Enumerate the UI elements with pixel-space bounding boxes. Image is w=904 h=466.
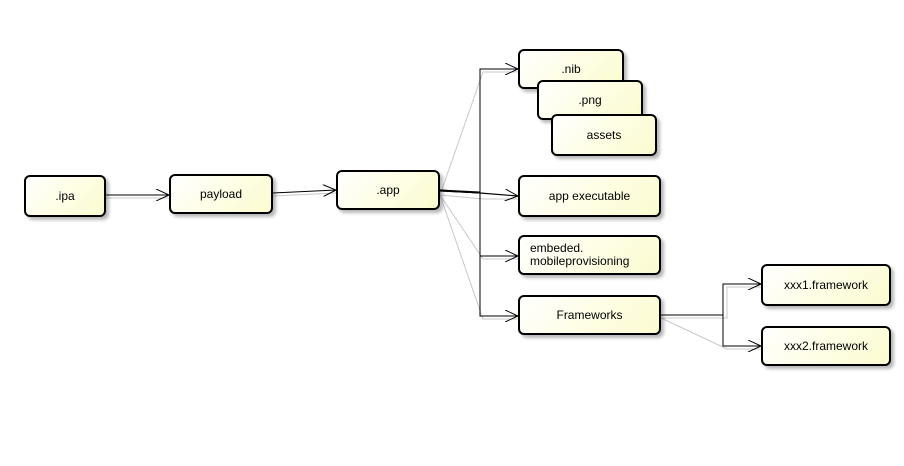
node-app-label: .app — [376, 182, 400, 197]
node-framework1-label: xxx1.framework — [783, 277, 869, 292]
node-frameworks[interactable]: Frameworks — [518, 295, 661, 335]
edge-payload-app — [272, 190, 336, 193]
node-mobileprovisioning-line1: embeded. — [530, 241, 584, 255]
edge-frameworks-framework1 — [661, 284, 761, 316]
node-frameworks-label: Frameworks — [556, 307, 623, 322]
node-ipa-label: .ipa — [55, 188, 75, 203]
node-assets-label: assets — [586, 127, 622, 142]
node-assets[interactable]: assets — [551, 114, 657, 156]
node-payload-label: payload — [199, 186, 243, 201]
node-app-executable[interactable]: app executable — [518, 175, 661, 217]
node-mobileprovisioning[interactable]: embeded. mobileprovisioning — [518, 235, 661, 275]
node-png-label: .png — [578, 92, 602, 107]
node-nib-label: .nib — [561, 61, 581, 76]
node-ipa[interactable]: .ipa — [24, 175, 106, 217]
edge-app-provisioning — [439, 190, 518, 256]
edge-frameworks-framework2 — [661, 314, 761, 346]
node-framework2[interactable]: xxx2.framework — [761, 326, 891, 366]
node-framework2-label: xxx2.framework — [783, 338, 869, 353]
node-payload[interactable]: payload — [169, 174, 273, 214]
node-app-executable-label: app executable — [548, 188, 631, 203]
node-mobileprovisioning-label: embeded. mobileprovisioning — [530, 242, 629, 268]
edge-app-frameworks — [439, 190, 518, 316]
node-app[interactable]: .app — [336, 170, 440, 210]
node-mobileprovisioning-line2: mobileprovisioning — [530, 254, 630, 268]
node-framework1[interactable]: xxx1.framework — [761, 264, 891, 306]
edge-app-nib — [439, 69, 518, 193]
